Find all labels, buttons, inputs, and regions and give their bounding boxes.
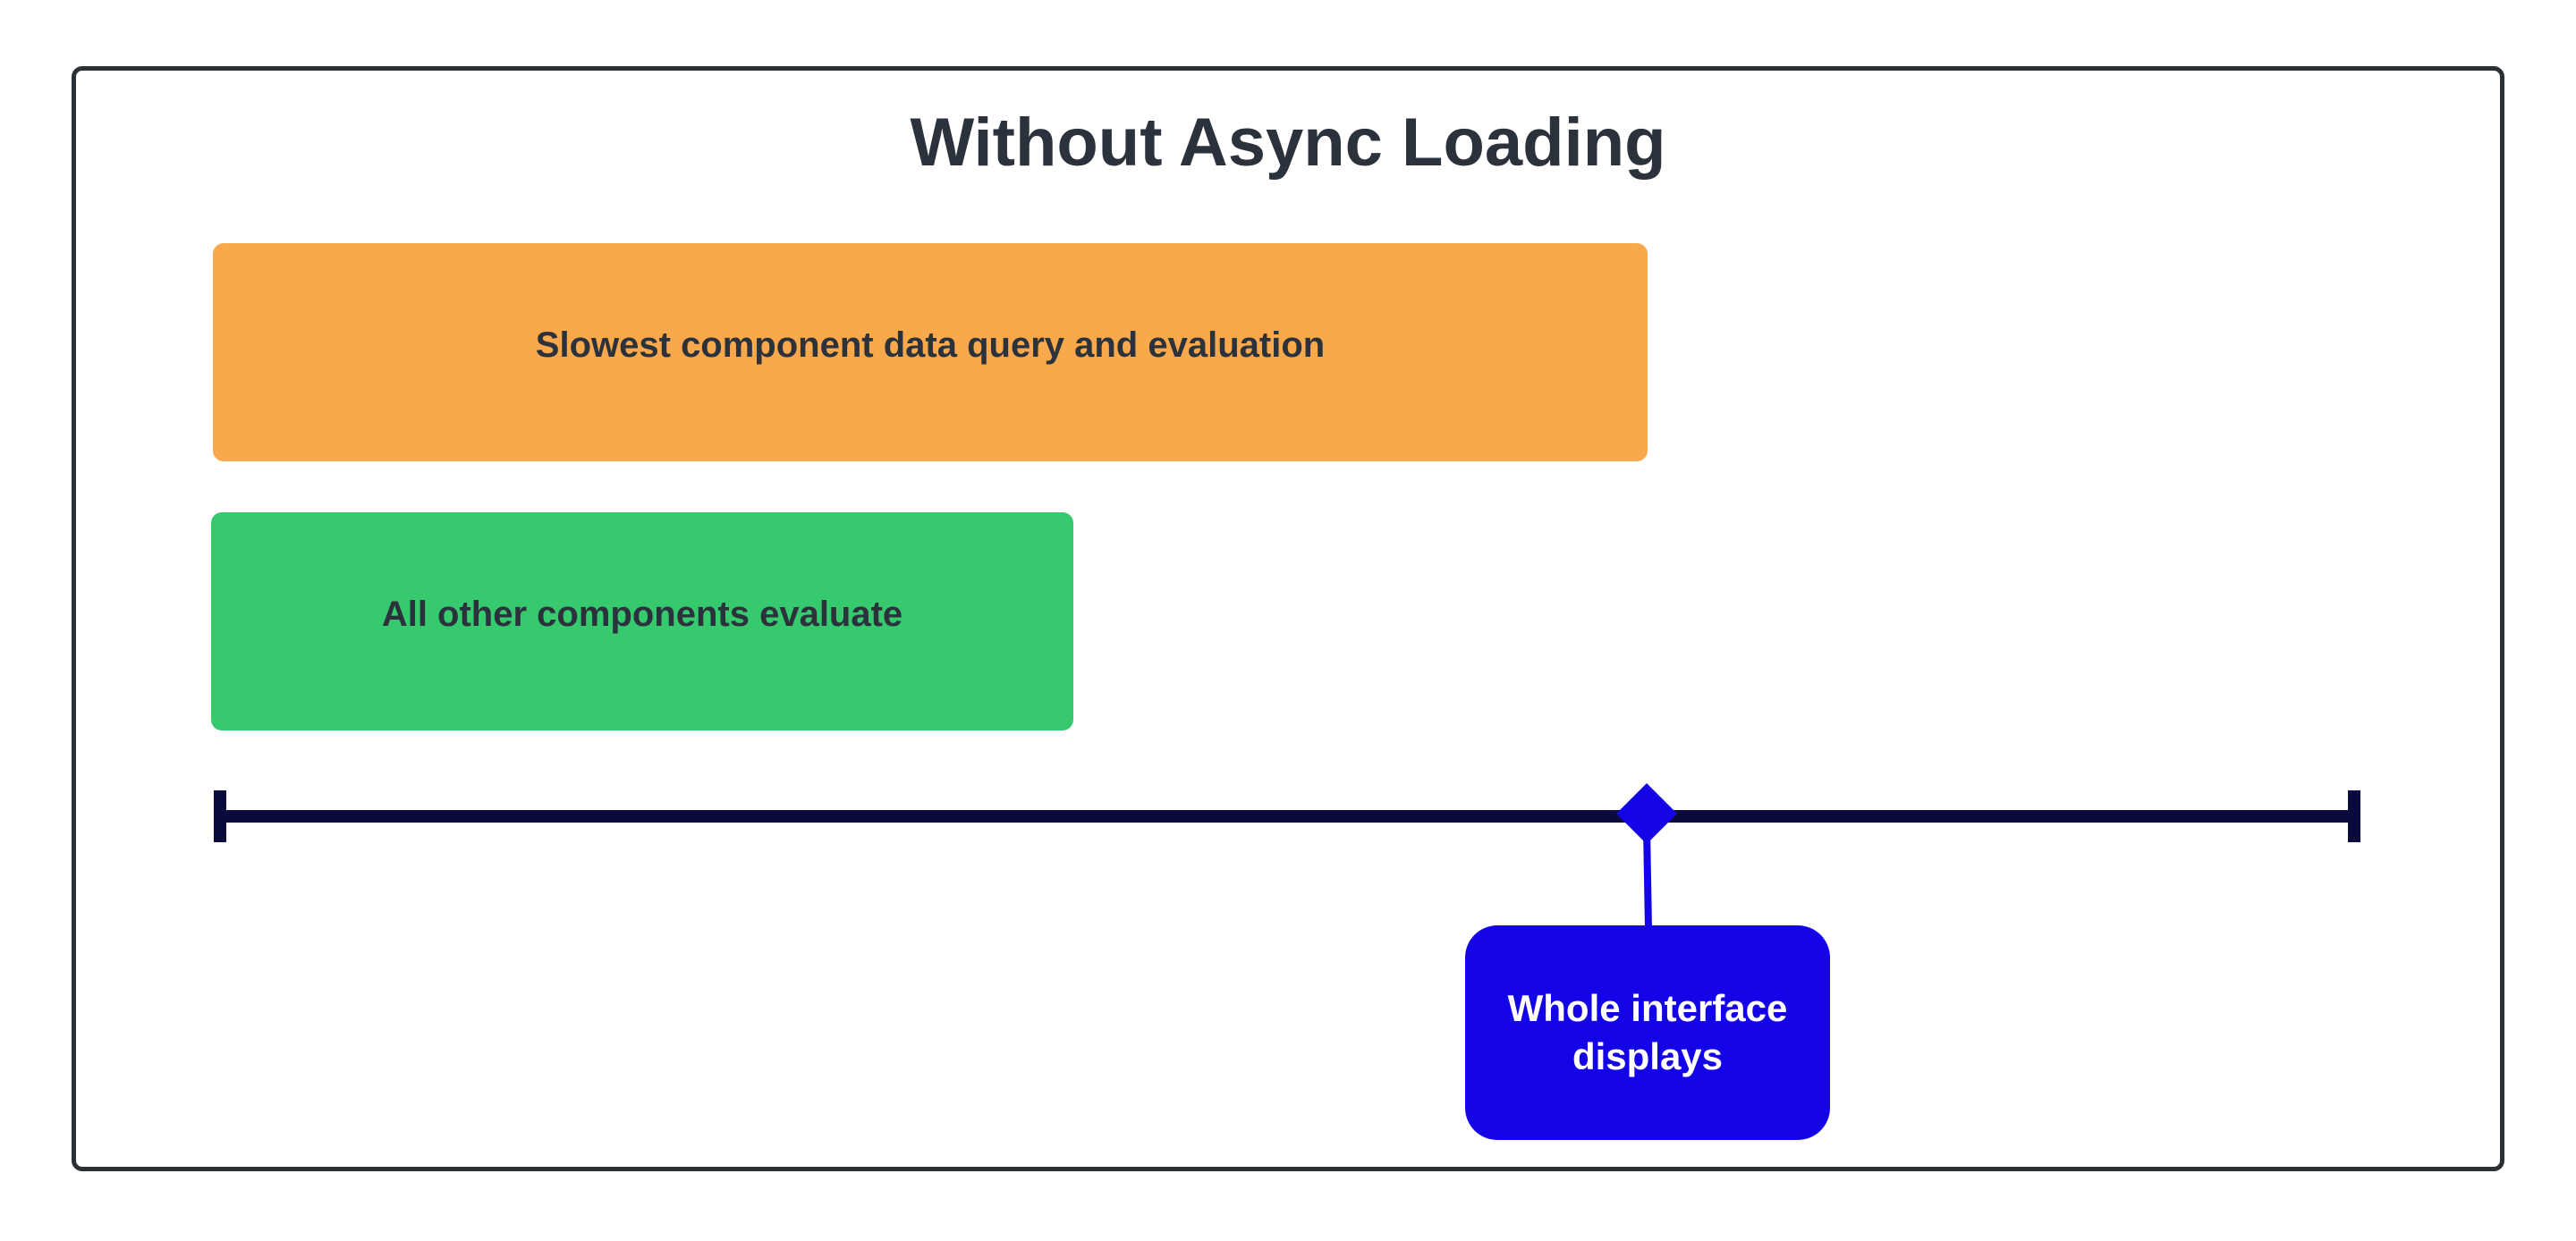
other-components-label: All other components evaluate xyxy=(381,594,903,634)
milestone-connector xyxy=(1643,827,1652,931)
milestone-box: Whole interface displays xyxy=(1465,925,1830,1140)
other-components-bar: All other components evaluate xyxy=(211,512,1073,730)
diagram-title: Without Async Loading xyxy=(910,105,1666,181)
slowest-component-label: Slowest component data query and evaluat… xyxy=(535,325,1326,365)
slowest-component-bar: Slowest component data query and evaluat… xyxy=(213,243,1648,461)
diamond-marker-icon xyxy=(1616,783,1677,844)
milestone-label: Whole interface displays xyxy=(1507,987,1788,1077)
